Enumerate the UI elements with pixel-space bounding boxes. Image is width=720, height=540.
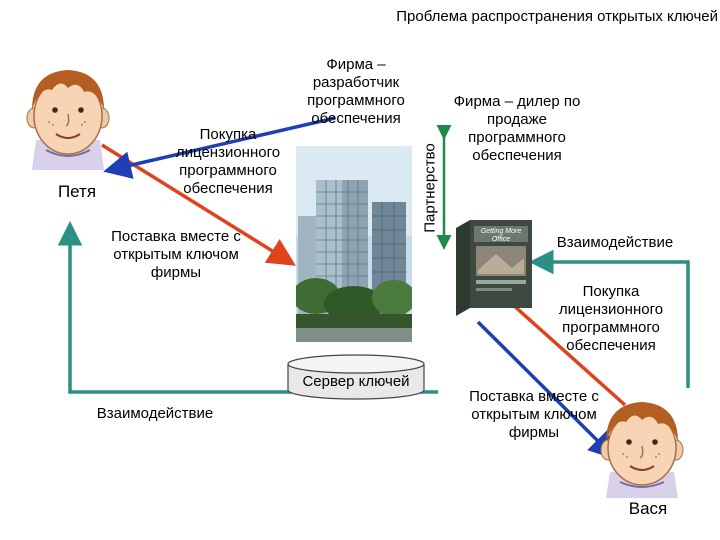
software-box-image: Getting More Office [456, 220, 532, 316]
delivery-label-left: Поставка вместе с открытым ключом фирмы [102, 228, 250, 282]
purchase-label-right: Покупка лицензионного программного обесп… [538, 283, 684, 355]
delivery-label-right: Поставка вместе с открытым ключом фирмы [464, 388, 604, 442]
interaction-label-left: Взаимодействие [80, 405, 230, 423]
vasya-avatar [596, 392, 688, 498]
petya-label: Петя [42, 183, 112, 201]
partnership-label: Партнерство [420, 132, 440, 244]
vasya-label: Вася [608, 500, 688, 518]
boy-face-icon [596, 392, 688, 498]
interaction-label-right: Взаимодействие [538, 234, 692, 252]
software-box-title: Getting More Office [474, 228, 528, 244]
boy-face-icon [22, 58, 114, 170]
diagram-title: Проблема распространения открытых ключей [300, 8, 718, 26]
petya-avatar [22, 58, 114, 170]
purchase-label-left: Покупка лицензионного программного обесп… [158, 126, 298, 198]
building-image [296, 146, 412, 342]
developer-label: Фирма – разработчик программного обеспеч… [286, 56, 426, 128]
dealer-label: Фирма – дилер по продаже программного об… [446, 93, 588, 165]
key-server-label: Сервер ключей [286, 373, 426, 391]
